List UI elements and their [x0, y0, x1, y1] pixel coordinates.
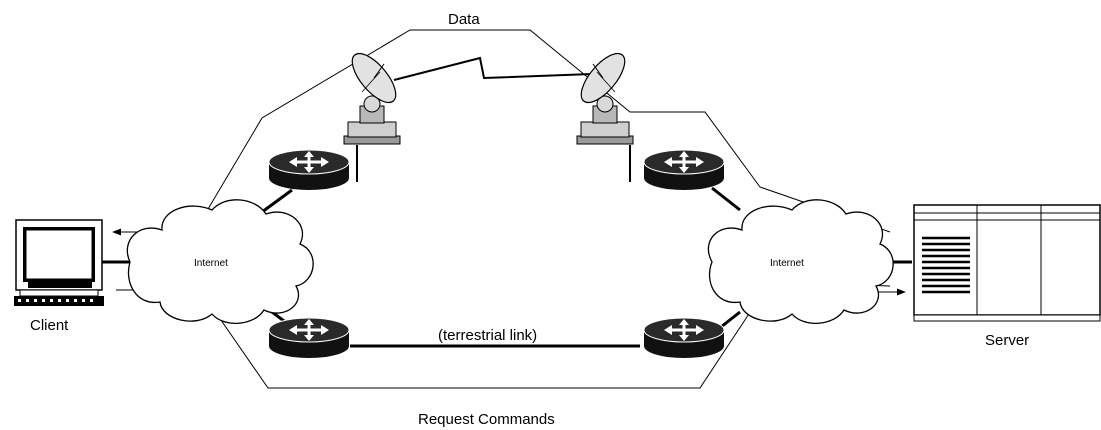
client-computer: Client [14, 219, 104, 334]
link-left-router-top [261, 188, 293, 214]
satellite-dish-right [573, 46, 634, 145]
internet-cloud-icon [707, 199, 894, 325]
router-icon [643, 317, 725, 359]
link-right-router-top [711, 186, 741, 212]
router-icon [643, 149, 725, 191]
router-bottom-left [268, 317, 350, 359]
internet-label-left: Internet [194, 258, 228, 269]
server-label: Server [985, 332, 1029, 349]
router-top-right [643, 149, 725, 191]
server: Server [913, 204, 1101, 349]
internet-label-right: Internet [770, 258, 804, 269]
server-rack-icon [913, 204, 1101, 322]
satellite-dish-icon [573, 46, 634, 145]
terrestrial-link-label: (terrestrial link) [438, 327, 537, 344]
satellite-link-icon [393, 56, 593, 81]
client-label: Client [30, 317, 69, 334]
router-bottom-right [643, 317, 725, 359]
satellite-dish-left [343, 46, 404, 145]
router-icon [268, 317, 350, 359]
internet-cloud-icon [126, 199, 314, 325]
router-top-left [268, 149, 350, 191]
satellite-dish-icon [343, 46, 404, 145]
internet-cloud-left: Internet [126, 199, 314, 325]
request-commands-label: Request Commands [418, 411, 555, 428]
computer-monitor-icon [14, 219, 104, 306]
router-icon [268, 149, 350, 191]
data-label: Data [448, 11, 480, 28]
internet-cloud-right: Internet [707, 199, 894, 325]
